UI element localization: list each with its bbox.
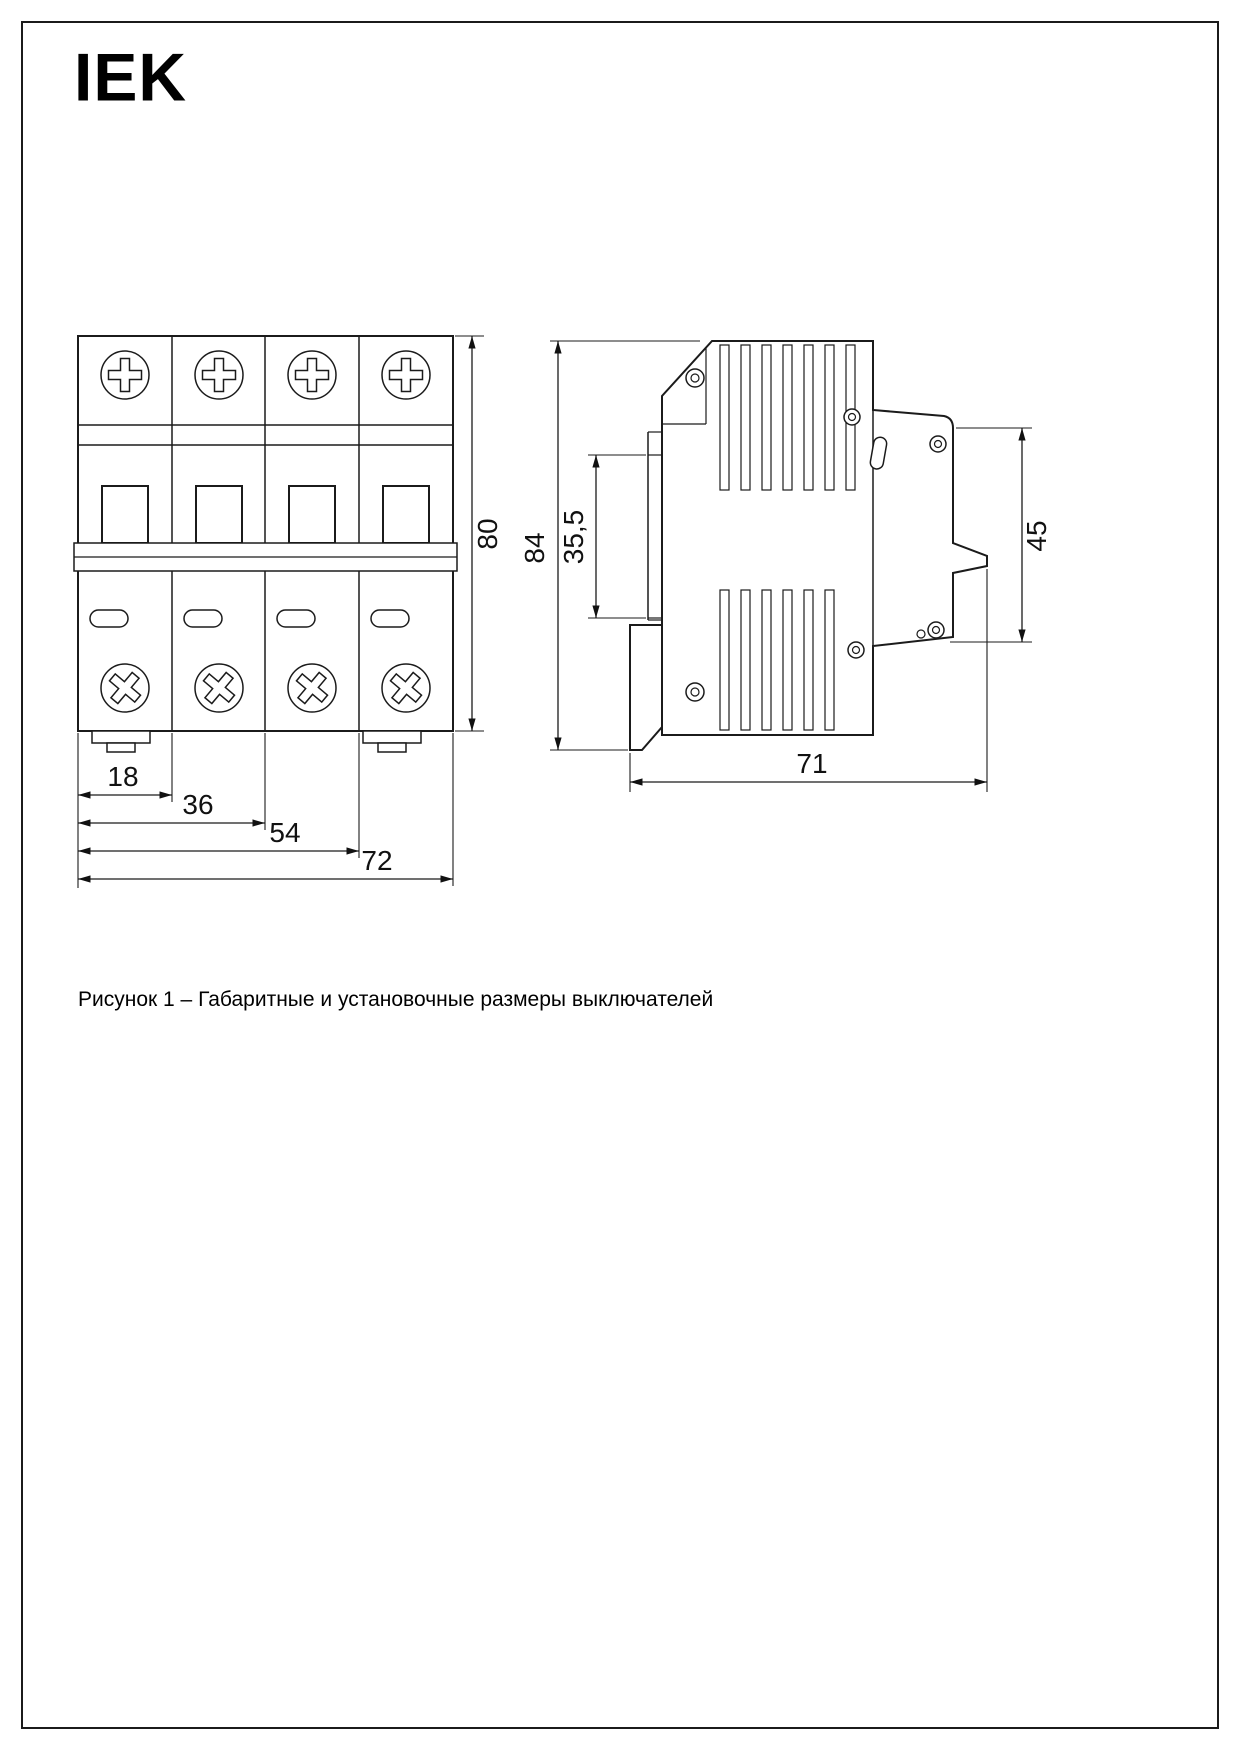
dim-label-35-5: 35,5 <box>558 510 589 565</box>
marking-window <box>370 609 410 628</box>
extension-lines <box>77 733 454 888</box>
dimension-width-36: 36 <box>78 789 265 827</box>
dim-label-54: 54 <box>269 817 300 848</box>
dim-label-18: 18 <box>107 761 138 792</box>
screw-terminal-icon <box>101 351 149 399</box>
dimension-depth-71: 71 <box>629 569 988 792</box>
dim-label-84: 84 <box>519 532 550 563</box>
din-latch-clip <box>629 624 663 751</box>
screw-terminal-icon <box>382 664 430 712</box>
screw-terminal-icon <box>382 351 430 399</box>
dimension-height-80: 80 <box>455 335 503 732</box>
dimension-width-18: 18 <box>78 761 172 799</box>
dim-label-36: 36 <box>182 789 213 820</box>
cooling-fins-bottom <box>719 589 835 731</box>
dimension-front-height-45: 45 <box>950 427 1052 643</box>
dim-label-71: 71 <box>796 748 827 779</box>
toggle-handle <box>288 485 336 544</box>
screw-terminal-icon <box>195 351 243 399</box>
page-border <box>21 21 1219 1729</box>
dim-label-80: 80 <box>472 518 503 549</box>
dim-label-72: 72 <box>361 845 392 876</box>
dimension-din-seat-35-5: 35,5 <box>558 454 646 619</box>
iek-logo: IEK <box>74 39 188 115</box>
din-clip <box>91 730 151 753</box>
side-view-drawing: 84 35,5 45 71 <box>519 340 1052 792</box>
screw-terminal-icon <box>195 664 243 712</box>
dimension-height-84: 84 <box>519 340 700 751</box>
screw-terminal-icon <box>101 664 149 712</box>
toggle-handle <box>195 485 243 544</box>
din-rail-seat <box>647 431 662 621</box>
din-clip <box>362 730 422 753</box>
dimension-width-54: 54 <box>78 817 359 855</box>
toggle-handle <box>382 485 430 544</box>
front-view-drawing: 80 18 36 54 <box>73 335 503 888</box>
marking-window <box>276 609 316 628</box>
screw-terminal-icon <box>288 351 336 399</box>
toggle-handle <box>101 485 149 544</box>
vent-slot <box>869 436 888 470</box>
dimension-width-72: 72 <box>78 845 453 883</box>
rivet-holes <box>685 368 947 702</box>
marking-window <box>183 609 223 628</box>
dim-label-45: 45 <box>1021 520 1052 551</box>
marking-window <box>89 609 129 628</box>
figure-caption: Рисунок 1 – Габаритные и установочные ра… <box>78 988 714 1011</box>
screw-terminal-icon <box>288 664 336 712</box>
